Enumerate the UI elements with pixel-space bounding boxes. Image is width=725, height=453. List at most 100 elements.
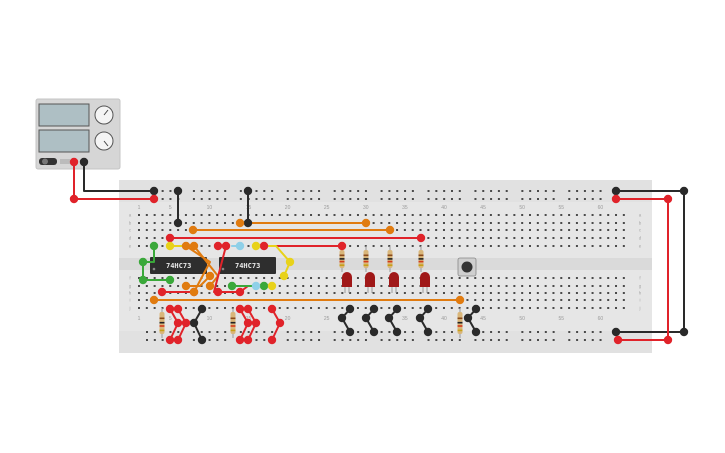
wire-red-rail-right[interactable]	[615, 198, 669, 341]
wire-endpoint[interactable]	[259, 241, 269, 251]
board-hole[interactable]	[278, 277, 281, 279]
rail-hole[interactable]	[490, 198, 493, 200]
rail-hole[interactable]	[263, 198, 266, 200]
board-hole[interactable]	[575, 299, 578, 301]
board-hole[interactable]	[599, 307, 602, 309]
resistor[interactable]	[230, 308, 236, 338]
board-hole[interactable]	[255, 307, 258, 309]
rail-hole[interactable]	[286, 190, 289, 192]
board-hole[interactable]	[161, 285, 164, 287]
board-hole[interactable]	[599, 237, 602, 239]
rail-hole[interactable]	[544, 331, 547, 333]
rail-hole[interactable]	[396, 198, 399, 200]
rail-hole[interactable]	[263, 190, 266, 192]
wire-endpoint[interactable]	[243, 218, 253, 228]
board-hole[interactable]	[583, 214, 586, 216]
board-hole[interactable]	[349, 245, 352, 247]
rail-hole[interactable]	[364, 198, 367, 200]
wire-endpoint[interactable]	[337, 313, 347, 323]
board-hole[interactable]	[247, 277, 250, 279]
resistor[interactable]	[418, 246, 424, 272]
board-hole[interactable]	[575, 292, 578, 294]
wire-endpoint[interactable]	[243, 318, 253, 328]
board-hole[interactable]	[591, 245, 594, 247]
wire-endpoint[interactable]	[416, 233, 426, 243]
board-hole[interactable]	[419, 214, 422, 216]
board-hole[interactable]	[568, 285, 571, 287]
wire-endpoint[interactable]	[165, 241, 175, 251]
board-hole[interactable]	[607, 307, 610, 309]
rail-hole[interactable]	[294, 198, 297, 200]
rail-hole[interactable]	[411, 198, 414, 200]
rail-hole[interactable]	[318, 331, 321, 333]
board-hole[interactable]	[270, 214, 273, 216]
board-hole[interactable]	[145, 222, 148, 224]
board-hole[interactable]	[270, 277, 273, 279]
board-hole[interactable]	[333, 214, 336, 216]
board-hole[interactable]	[161, 245, 164, 247]
board-hole[interactable]	[177, 229, 180, 231]
board-hole[interactable]	[380, 222, 383, 224]
rail-hole[interactable]	[490, 331, 493, 333]
board-hole[interactable]	[513, 245, 516, 247]
board-hole[interactable]	[372, 214, 375, 216]
board-hole[interactable]	[568, 237, 571, 239]
rail-hole[interactable]	[318, 190, 321, 192]
rail-hole[interactable]	[208, 198, 211, 200]
wire-endpoint[interactable]	[149, 295, 159, 305]
board-hole[interactable]	[442, 245, 445, 247]
rail-hole[interactable]	[450, 190, 453, 192]
board-hole[interactable]	[482, 222, 485, 224]
board-hole[interactable]	[583, 245, 586, 247]
board-hole[interactable]	[364, 292, 367, 294]
board-hole[interactable]	[294, 277, 297, 279]
board-hole[interactable]	[208, 245, 211, 247]
board-hole[interactable]	[591, 307, 594, 309]
board-hole[interactable]	[482, 214, 485, 216]
board-hole[interactable]	[419, 229, 422, 231]
board-hole[interactable]	[263, 292, 266, 294]
board-hole[interactable]	[615, 285, 618, 287]
board-hole[interactable]	[560, 222, 563, 224]
board-hole[interactable]	[607, 222, 610, 224]
rail-hole[interactable]	[450, 339, 453, 341]
board-hole[interactable]	[169, 214, 172, 216]
board-hole[interactable]	[200, 214, 203, 216]
board-hole[interactable]	[529, 292, 531, 294]
rail-hole[interactable]	[286, 339, 289, 341]
board-hole[interactable]	[356, 245, 359, 247]
board-hole[interactable]	[607, 292, 610, 294]
rail-hole[interactable]	[435, 339, 438, 341]
board-hole[interactable]	[505, 222, 508, 224]
board-hole[interactable]	[536, 285, 539, 287]
board-hole[interactable]	[513, 292, 516, 294]
board-hole[interactable]	[521, 237, 524, 239]
rail-hole[interactable]	[216, 339, 219, 341]
rail-hole[interactable]	[146, 331, 148, 333]
rail-hole[interactable]	[239, 331, 242, 333]
board-hole[interactable]	[310, 292, 313, 294]
board-hole[interactable]	[341, 292, 344, 294]
rail-hole[interactable]	[490, 190, 493, 192]
wire-endpoint[interactable]	[173, 186, 183, 196]
wire-endpoint[interactable]	[285, 257, 295, 267]
board-hole[interactable]	[568, 214, 571, 216]
board-hole[interactable]	[380, 307, 383, 309]
wire-endpoint[interactable]	[471, 327, 481, 337]
board-hole[interactable]	[403, 292, 406, 294]
board-hole[interactable]	[169, 229, 172, 231]
board-hole[interactable]	[536, 307, 539, 309]
rail-hole[interactable]	[529, 198, 532, 200]
board-hole[interactable]	[442, 222, 445, 224]
rail-hole[interactable]	[529, 190, 532, 192]
wire-endpoint[interactable]	[165, 233, 175, 243]
board-hole[interactable]	[529, 222, 531, 224]
board-hole[interactable]	[224, 285, 227, 287]
wire-endpoint[interactable]	[235, 218, 245, 228]
board-hole[interactable]	[294, 285, 297, 287]
wire-endpoint[interactable]	[235, 335, 245, 345]
rail-hole[interactable]	[310, 331, 313, 333]
wire-endpoint[interactable]	[385, 225, 395, 235]
board-hole[interactable]	[200, 285, 203, 287]
rail-hole[interactable]	[224, 190, 227, 192]
